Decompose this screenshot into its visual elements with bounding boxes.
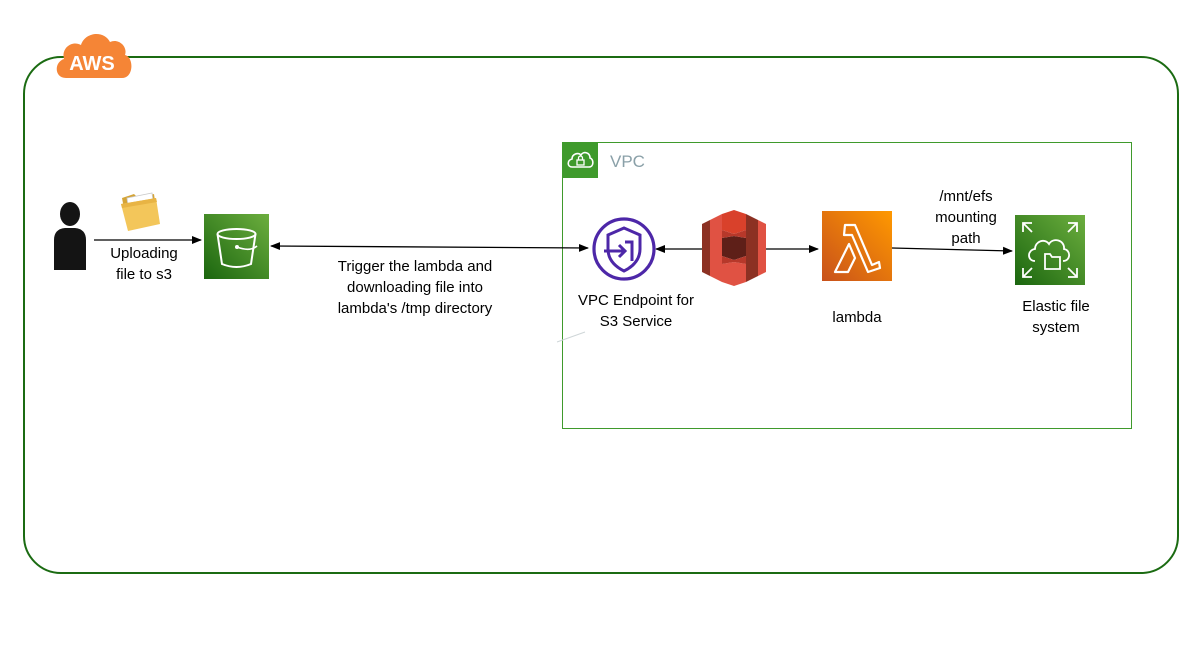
vpc-badge — [562, 142, 598, 178]
upload-label: Uploading file to s3 — [110, 245, 178, 283]
aws-cloud-icon: AWS — [56, 34, 132, 78]
efs-label: Elastic file system — [1022, 298, 1090, 336]
mount-label: /mnt/efs mounting path — [935, 188, 997, 247]
vpc-endpoint-label: VPC Endpoint for S3 Service — [578, 292, 694, 330]
efs-icon — [1015, 215, 1085, 285]
vpc-group — [562, 142, 1132, 429]
aws-cloud-group — [23, 56, 1179, 574]
s3-bucket-icon — [204, 214, 269, 279]
lambda-icon — [822, 211, 892, 281]
vpc-label: VPC — [610, 152, 645, 171]
folder-icon — [121, 192, 160, 231]
s3-service-icon — [702, 210, 766, 286]
lambda-efs-arrow — [891, 246, 1013, 255]
aws-badge-text: AWS — [69, 53, 115, 75]
lambda-label: lambda — [832, 309, 882, 326]
trigger-arrow — [270, 242, 589, 252]
user-icon — [54, 202, 86, 270]
trigger-label: Trigger the lambda and downloading file … — [337, 258, 493, 317]
vpc-endpoint-icon — [592, 217, 656, 281]
vpc-cloud-lock-icon — [567, 151, 594, 168]
stray-line — [556, 331, 586, 343]
